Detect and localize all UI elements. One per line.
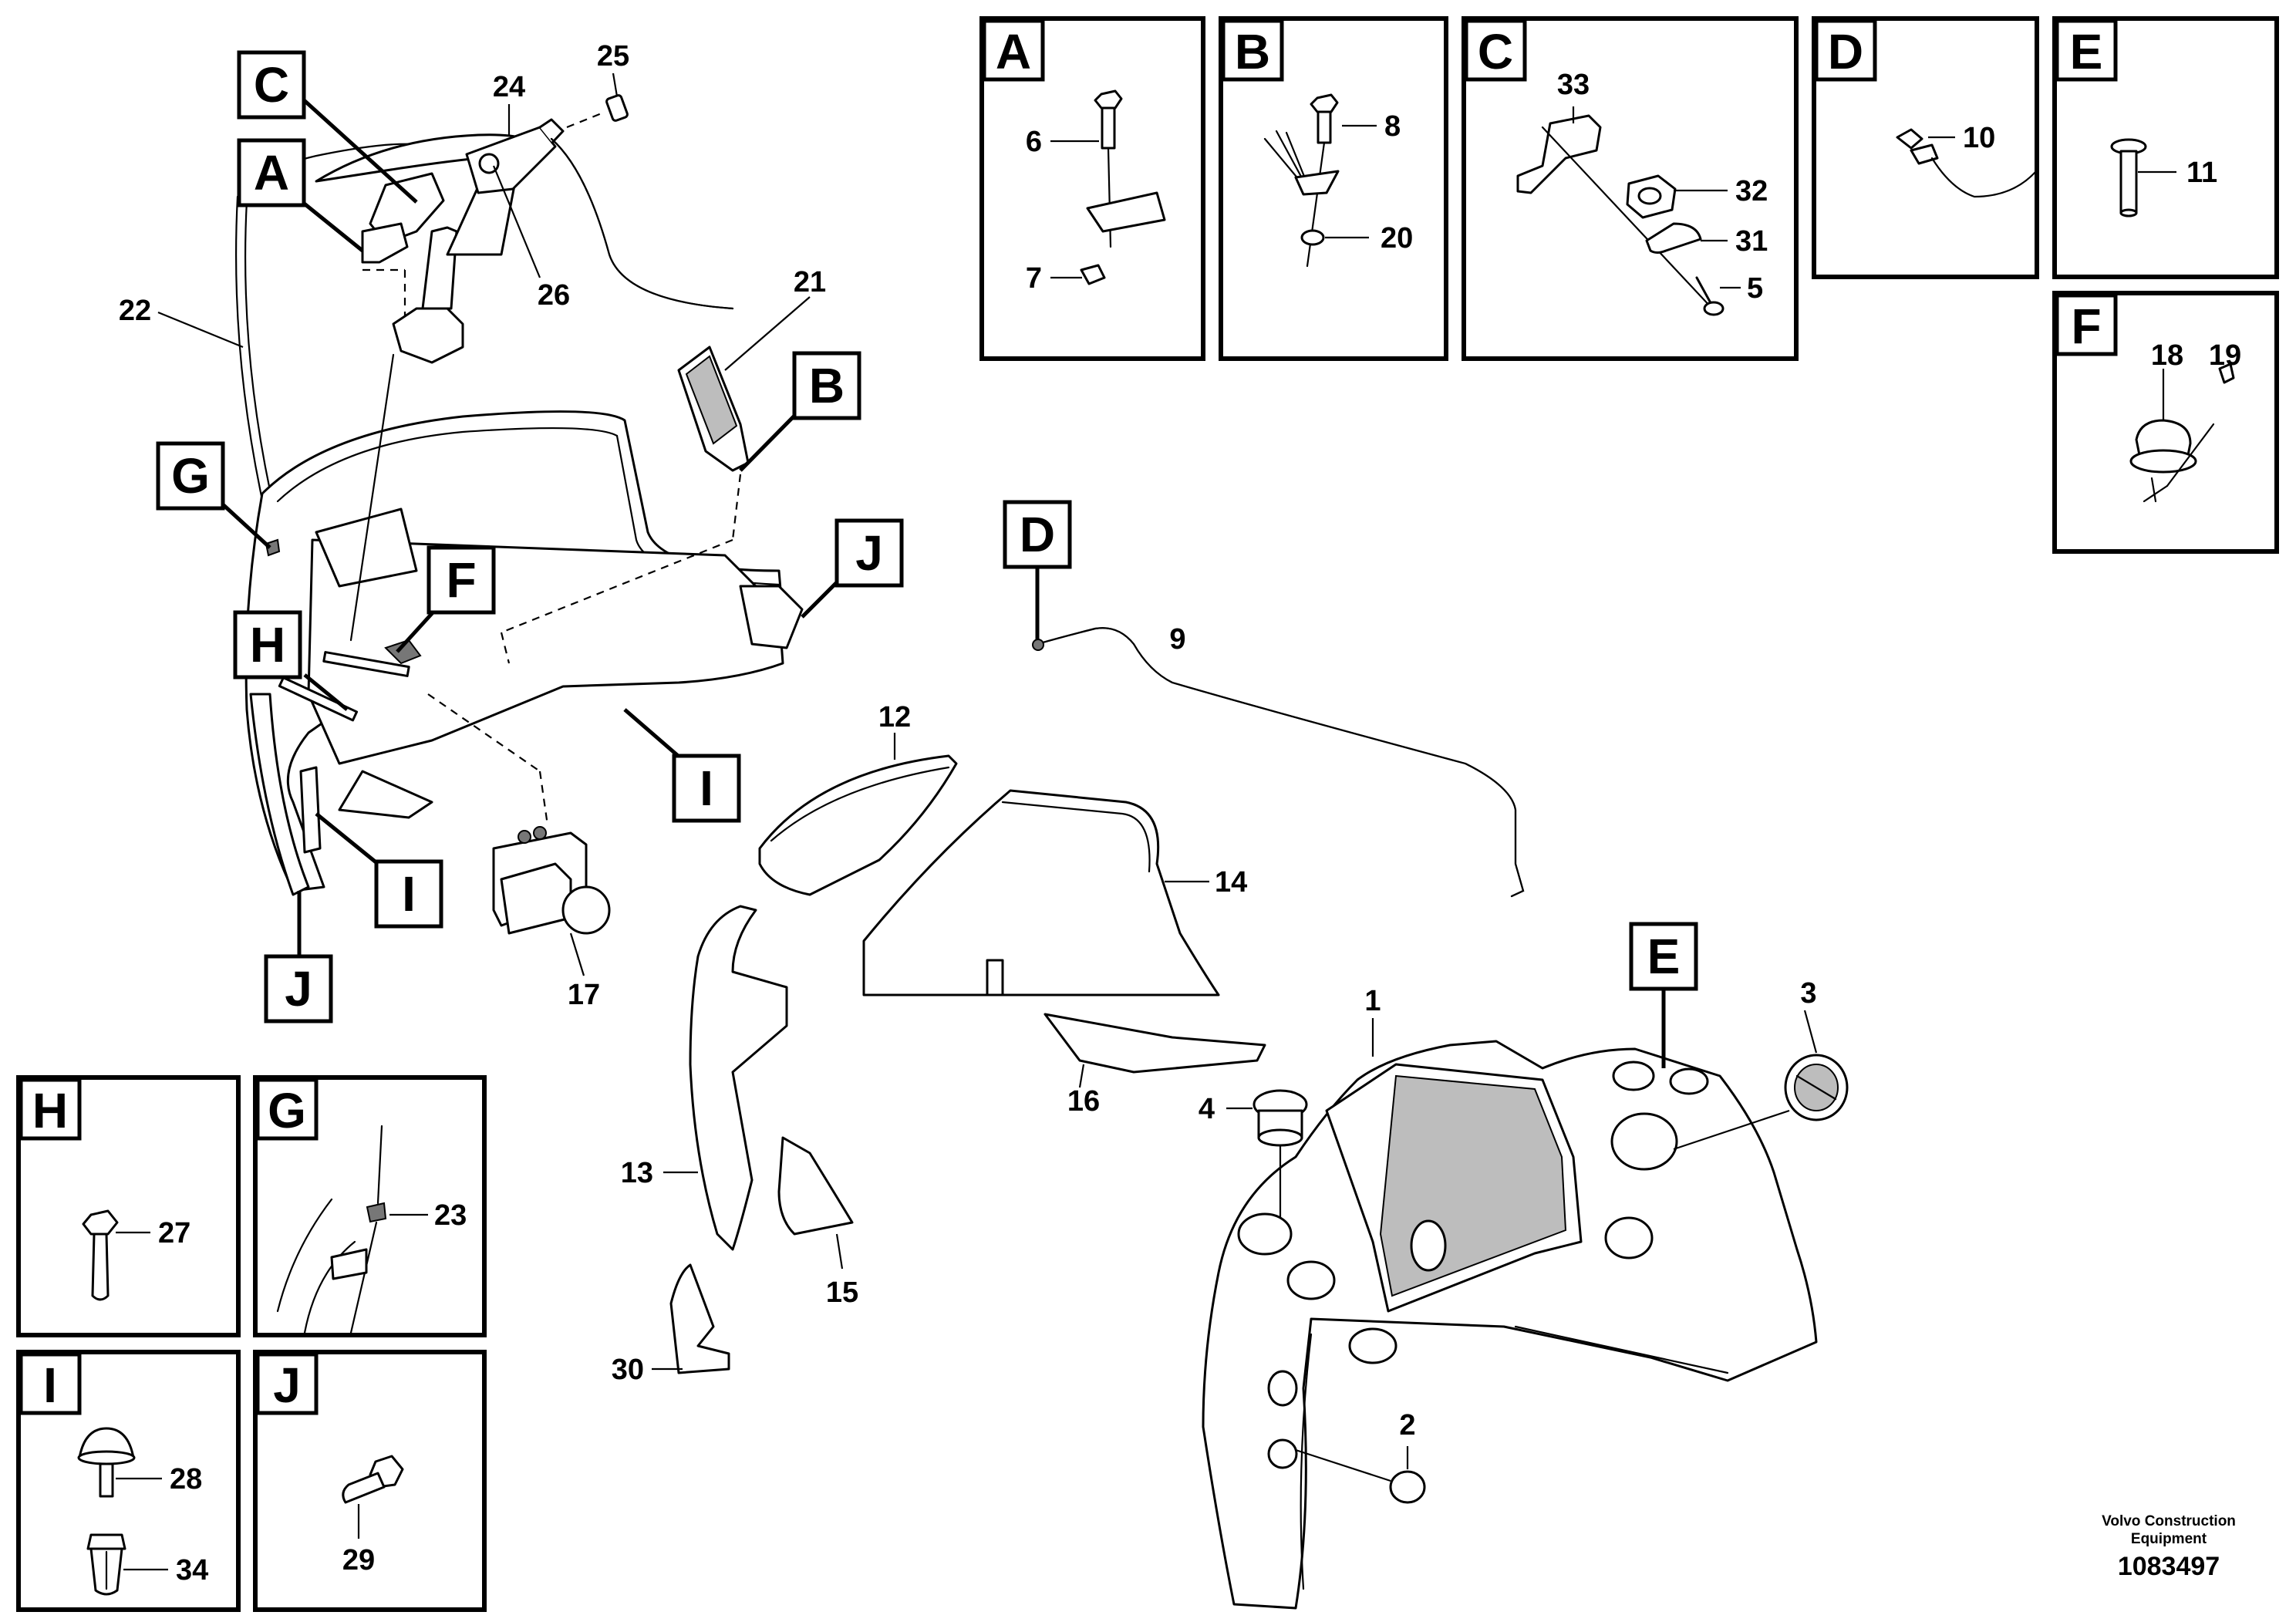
- assembly-callouts: C A B G F H J I I J: [156, 50, 904, 1023]
- nut-32-drawing: [1626, 174, 1677, 219]
- callout-j-right: J: [855, 525, 883, 581]
- screw-5-drawing: [1695, 276, 1725, 316]
- nut-34-drawing: [86, 1533, 126, 1596]
- panel-label-c: C: [1478, 24, 1513, 79]
- callout-j-bottom: J: [285, 961, 312, 1017]
- detail-panel-i: I 28 34: [16, 1350, 241, 1612]
- callout-b: B: [809, 358, 845, 413]
- callout-g: G: [171, 448, 210, 504]
- callout-i-center: I: [700, 760, 713, 816]
- bolt-29-drawing: [342, 1455, 404, 1504]
- part-number-30: 30: [612, 1354, 644, 1386]
- part-number-8: 8: [1384, 110, 1401, 143]
- part-number-33: 33: [1557, 69, 1590, 101]
- panel-label-f: F: [2071, 298, 2101, 354]
- detail-panel-a: A 6 7: [979, 16, 1205, 361]
- part-number-31: 31: [1735, 225, 1768, 258]
- part-number-9: 9: [1169, 623, 1185, 656]
- callout-e: E: [1647, 929, 1681, 984]
- panel-label-d: D: [1828, 24, 1863, 79]
- publisher-line-1: Volvo Construction: [2102, 1513, 2236, 1529]
- panel-label-a: A: [996, 24, 1031, 79]
- bolt-27-drawing: [82, 1209, 119, 1301]
- clamp-23-drawing: [276, 1125, 387, 1334]
- trim-panels: 12 14 13 15 16 30: [612, 701, 1266, 1386]
- part-number-24: 24: [493, 71, 525, 103]
- callout-i-left: I: [402, 866, 416, 922]
- part-number-23: 23: [434, 1199, 467, 1232]
- part-number-7: 7: [1026, 262, 1042, 295]
- callout-d: D: [1020, 507, 1055, 562]
- part-number-32: 32: [1735, 175, 1768, 207]
- panel-label-b: B: [1235, 24, 1270, 79]
- part-number-29: 29: [342, 1544, 375, 1576]
- part-number-15: 15: [826, 1276, 858, 1309]
- detail-panel-c: C 33 32 31 5: [1462, 16, 1799, 361]
- sensor-10-drawing: [1896, 128, 2038, 198]
- part-number-5: 5: [1747, 272, 1763, 305]
- part-number-16: 16: [1067, 1085, 1100, 1118]
- panel-label-h: H: [32, 1083, 68, 1138]
- screw-28-drawing: [77, 1427, 136, 1498]
- publisher-block: Volvo Construction Equipment 1083497: [2102, 1513, 2236, 1581]
- detail-panel-j: J 29: [253, 1350, 487, 1612]
- part-number-19: 19: [2209, 339, 2241, 372]
- part-number-3: 3: [1800, 977, 1816, 1010]
- part-number-4: 4: [1199, 1093, 1215, 1125]
- panel-label-e: E: [2070, 24, 2103, 79]
- part-number-11: 11: [2186, 157, 2217, 189]
- hose-9-group: D 9: [1003, 500, 1525, 898]
- detail-panel-d: D 10: [1812, 16, 2039, 279]
- part-number-26: 26: [538, 279, 570, 312]
- part-number-20: 20: [1381, 222, 1413, 255]
- assembly-part-numbers: 24 25 26 21 22 17: [119, 40, 826, 1011]
- part-number-14: 14: [1215, 866, 1247, 899]
- bracket-33-drawing: [1516, 114, 1714, 310]
- part-number-6: 6: [1026, 126, 1042, 158]
- part-number-18: 18: [2151, 339, 2183, 372]
- callout-h: H: [250, 617, 285, 673]
- part-number-34: 34: [176, 1554, 208, 1587]
- part-number-28: 28: [170, 1463, 202, 1496]
- panel-label-i: I: [43, 1357, 57, 1413]
- part-number-17: 17: [568, 979, 600, 1011]
- part-number-2: 2: [1399, 1409, 1415, 1442]
- publisher-line-2: Equipment: [2131, 1531, 2207, 1547]
- callout-a: A: [254, 145, 289, 201]
- callout-c: C: [254, 57, 289, 113]
- part-number-12: 12: [878, 701, 911, 733]
- part-number-13: 13: [621, 1157, 653, 1189]
- part-number-21: 21: [794, 266, 826, 298]
- bolt-6-drawing: [1080, 89, 1166, 285]
- detail-panel-h: H 27: [16, 1075, 241, 1337]
- part-number-10: 10: [1963, 122, 1995, 154]
- detail-panel-b: B 8 20: [1219, 16, 1448, 361]
- panel-label-g: G: [268, 1083, 306, 1138]
- panel-label-j: J: [273, 1357, 301, 1413]
- drawing-number: 1083497: [2118, 1552, 2220, 1581]
- dashboard-housing-1: 4 3 2 1 E: [1199, 922, 1849, 1610]
- part-number-25: 25: [597, 40, 629, 73]
- pin-11-drawing: [2110, 138, 2147, 218]
- part-number-27: 27: [158, 1217, 190, 1249]
- detail-panel-g: G 23: [253, 1075, 487, 1337]
- part-number-22: 22: [119, 295, 151, 327]
- clip-31-drawing: [1645, 222, 1702, 254]
- detail-panel-f: F 18 19: [2052, 291, 2279, 554]
- detail-panel-e: E 11: [2052, 16, 2279, 279]
- callout-f: F: [446, 552, 476, 608]
- part-number-1: 1: [1364, 985, 1381, 1017]
- buzzer-18-drawing: [2129, 363, 2235, 503]
- bolt-8-drawing: [1263, 93, 1340, 268]
